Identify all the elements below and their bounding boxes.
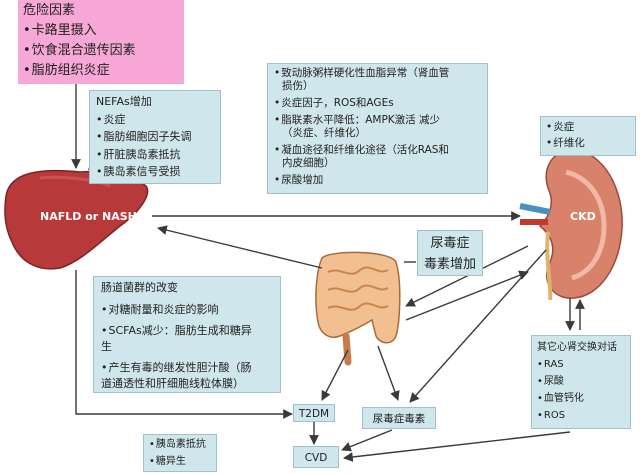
mechanism-item: 炎症因子，ROS和AGEs <box>274 97 481 110</box>
kidney-outcome-box: 炎症 纤维化 <box>540 116 636 156</box>
nefa-item: 肝脏胰岛素抵抗 <box>96 146 214 164</box>
crosstalk-item: ROS <box>537 407 625 424</box>
t2dm-label: T2DM <box>298 408 330 420</box>
mechanism-item: 尿酸增加 <box>274 174 481 187</box>
mechanism-item-cont: 内皮细胞） <box>282 157 335 169</box>
crosstalk-box: 其它心肾交换对话 RAS 尿酸 血管钙化 ROS <box>531 335 631 429</box>
crosstalk-title: 其它心肾交换对话 <box>537 342 617 353</box>
crosstalk-item: 血管钙化 <box>537 390 625 407</box>
gut-title: 肠道菌群的改变 <box>101 281 178 294</box>
mechanism-item-cont: 损伤） <box>282 80 314 92</box>
gut-item-cont: 道通透性和肝细胞线粒体膜） <box>101 376 244 390</box>
mechanism-item: 凝血途径和纤维化途径（活化RAS和 <box>274 144 481 157</box>
t2dm-box: T2DM <box>293 404 335 422</box>
gut-item: 对糖耐量和炎症的影响 <box>101 302 273 318</box>
gut-item: 产生有毒的继发性胆汁酸（肠 <box>101 360 273 376</box>
kidney-illustration <box>519 149 623 301</box>
risk-factors-title: 危险因素 <box>23 3 76 18</box>
insulin-item: 胰岛素抵抗 <box>149 436 211 453</box>
nefa-title: NEFAs增加 <box>96 95 152 108</box>
uremia-box: 尿毒症 毒素增加 <box>417 230 483 276</box>
intestine-illustration <box>315 251 401 366</box>
risk-factor-item: 卡路里摄入 <box>23 21 179 41</box>
risk-factor-item: 饮食混合遗传因素 <box>23 41 179 61</box>
mechanism-item-cont: （炎症、纤维化） <box>282 127 366 139</box>
insulin-box: 胰岛素抵抗 糖异生 <box>143 434 217 472</box>
crosstalk-item: 尿酸 <box>537 373 625 390</box>
mechanism-item: 脂联素水平降低：AMPK激活 减少 <box>274 114 481 127</box>
cvd-box: CVD <box>293 446 339 468</box>
uremic-toxin-label: 尿毒症毒素 <box>372 413 426 425</box>
gut-item: SCFAs减少：脂肪生成和糖异 <box>101 323 273 339</box>
kidney-outcome-item: 炎症 <box>546 119 630 135</box>
gut-item-cont: 生 <box>101 339 112 353</box>
nefa-box: NEFAs增加 炎症 脂肪细胞因子失调 肝脏胰岛素抵抗 胰岛素信号受损 <box>89 90 221 184</box>
risk-factor-item: 脂肪组织炎症 <box>23 61 179 81</box>
nefa-item: 胰岛素信号受损 <box>96 163 214 181</box>
kidney-outcome-item: 纤维化 <box>546 135 630 151</box>
uremic-toxin-box: 尿毒症毒素 <box>362 407 436 429</box>
mechanism-item: 致动脉粥样硬化性血脂异常（肾血管 <box>274 67 481 80</box>
uremia-line: 尿毒症 <box>430 236 470 251</box>
liver-label: NAFLD or NASH <box>40 210 137 223</box>
mechanisms-box: 致动脉粥样硬化性血脂异常（肾血管 损伤） 炎症因子，ROS和AGEs 脂联素水平… <box>267 63 488 194</box>
risk-factors-box: 危险因素 卡路里摄入 饮食混合遗传因素 脂肪组织炎症 <box>18 0 184 84</box>
cvd-label: CVD <box>304 452 328 464</box>
gut-microbiota-box: 肠道菌群的改变 对糖耐量和炎症的影响 SCFAs减少：脂肪生成和糖异 生 产生有… <box>93 276 281 393</box>
nefa-item: 炎症 <box>96 111 214 129</box>
crosstalk-item: RAS <box>537 356 625 373</box>
uremia-line: 毒素增加 <box>423 257 476 272</box>
flow-arrows <box>71 82 585 462</box>
insulin-item: 糖异生 <box>149 453 211 470</box>
nefa-item: 脂肪细胞因子失调 <box>96 128 214 146</box>
kidney-label: CKD <box>568 210 598 223</box>
